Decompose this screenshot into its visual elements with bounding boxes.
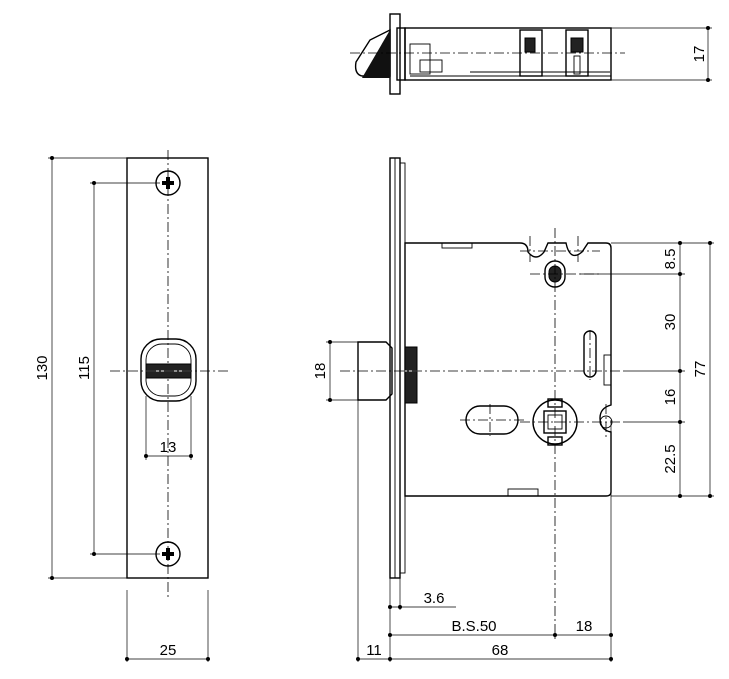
dim-25-label: 25 [160,642,177,659]
screw-cross-icon [162,548,174,560]
top-view-latch [354,28,391,77]
screw-cross-icon [162,177,174,189]
top-view-hub-right-slot [570,37,584,53]
top-view-case [404,27,612,81]
case-side-tab [603,354,612,386]
top-view-pin [573,55,581,75]
dim-22-5-label: 22.5 [662,444,679,473]
dim-18-bottom-label: 18 [576,618,593,635]
top-view-faceplate [389,13,401,95]
dim-16-label: 16 [662,389,679,406]
dim-68-label: 68 [492,642,509,659]
side-view: 18 8.5 30 16 22.5 77 3.6 B. [312,157,714,662]
dim-8-5-label: 8.5 [662,249,679,270]
top-view: 17 [350,13,712,95]
top-view-tab [419,59,443,73]
top-view-hub-left-slot [524,37,536,53]
lock-case-outline [404,242,612,497]
side-faceplate-lip [399,162,406,574]
top-view-latch-shadow [362,30,390,78]
dim-17-arrow-top [706,26,710,30]
front-view: 130 115 13 25 [34,150,230,662]
faceplate-outline [126,157,209,579]
dim-77-label: 77 [692,361,709,378]
dim-11-label: 11 [366,642,382,659]
dim-3-6-label: 3.6 [424,590,445,607]
top-view-spring [409,43,431,75]
dim-13-label: 13 [160,439,177,456]
dim-130-label: 130 [34,355,51,380]
dim-backset-label: B.S.50 [451,618,496,635]
side-latch-tail [404,346,418,404]
dim-17-arrow-bottom [706,78,710,82]
dim-17-label: 17 [691,46,708,63]
dim-30-label: 30 [662,314,679,331]
dim-18-label: 18 [312,363,329,380]
case-top-tab [441,242,473,249]
case-bottom-tab [507,488,539,497]
latch-opening-outer [140,338,197,402]
top-view-front-plate [396,27,406,81]
dim-115-label: 115 [76,356,93,380]
